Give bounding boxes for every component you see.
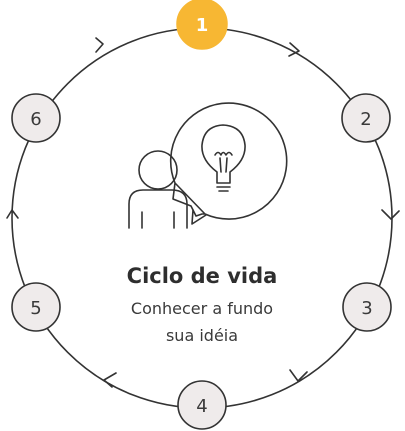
step-node-2[interactable]: 2 [341,93,391,143]
step-label: 4 [196,396,207,417]
step-circle [177,380,227,430]
arrow-icon [289,369,308,382]
cycle-subtitle-line-2: sua idéia [166,326,238,345]
cycle-title: Ciclo de vida [127,264,278,288]
step-node-5[interactable]: 5 [11,282,61,332]
cycle-direction-arrows [6,37,400,388]
speech-bubble-icon [169,102,288,220]
step-label: 1 [196,15,209,36]
step-circle [11,93,61,143]
step-label: 6 [30,109,41,130]
step-circle [176,0,228,50]
arrow-icon [288,42,300,57]
step-circle [341,93,391,143]
step-node-4[interactable]: 4 [177,380,227,430]
step-node-3[interactable]: 3 [342,282,392,332]
speech-bubble-tail-icon [191,209,207,225]
arrow-icon [103,372,117,388]
step-circle [11,282,61,332]
arrow-icon [6,209,19,219]
arrow-icon [381,209,400,220]
cycle-subtitle-line-1: Conhecer a fundo [131,299,273,318]
step-node-6[interactable]: 6 [11,93,61,143]
step-label: 2 [360,109,371,130]
step-node-1[interactable]: 1 [176,0,228,50]
center-illustration [128,102,288,229]
lightbulb-icon [201,124,246,192]
step-circle [342,282,392,332]
step-label: 5 [30,298,41,319]
arrow-icon [95,37,104,53]
person-icon [128,150,188,229]
step-label: 3 [361,298,372,319]
